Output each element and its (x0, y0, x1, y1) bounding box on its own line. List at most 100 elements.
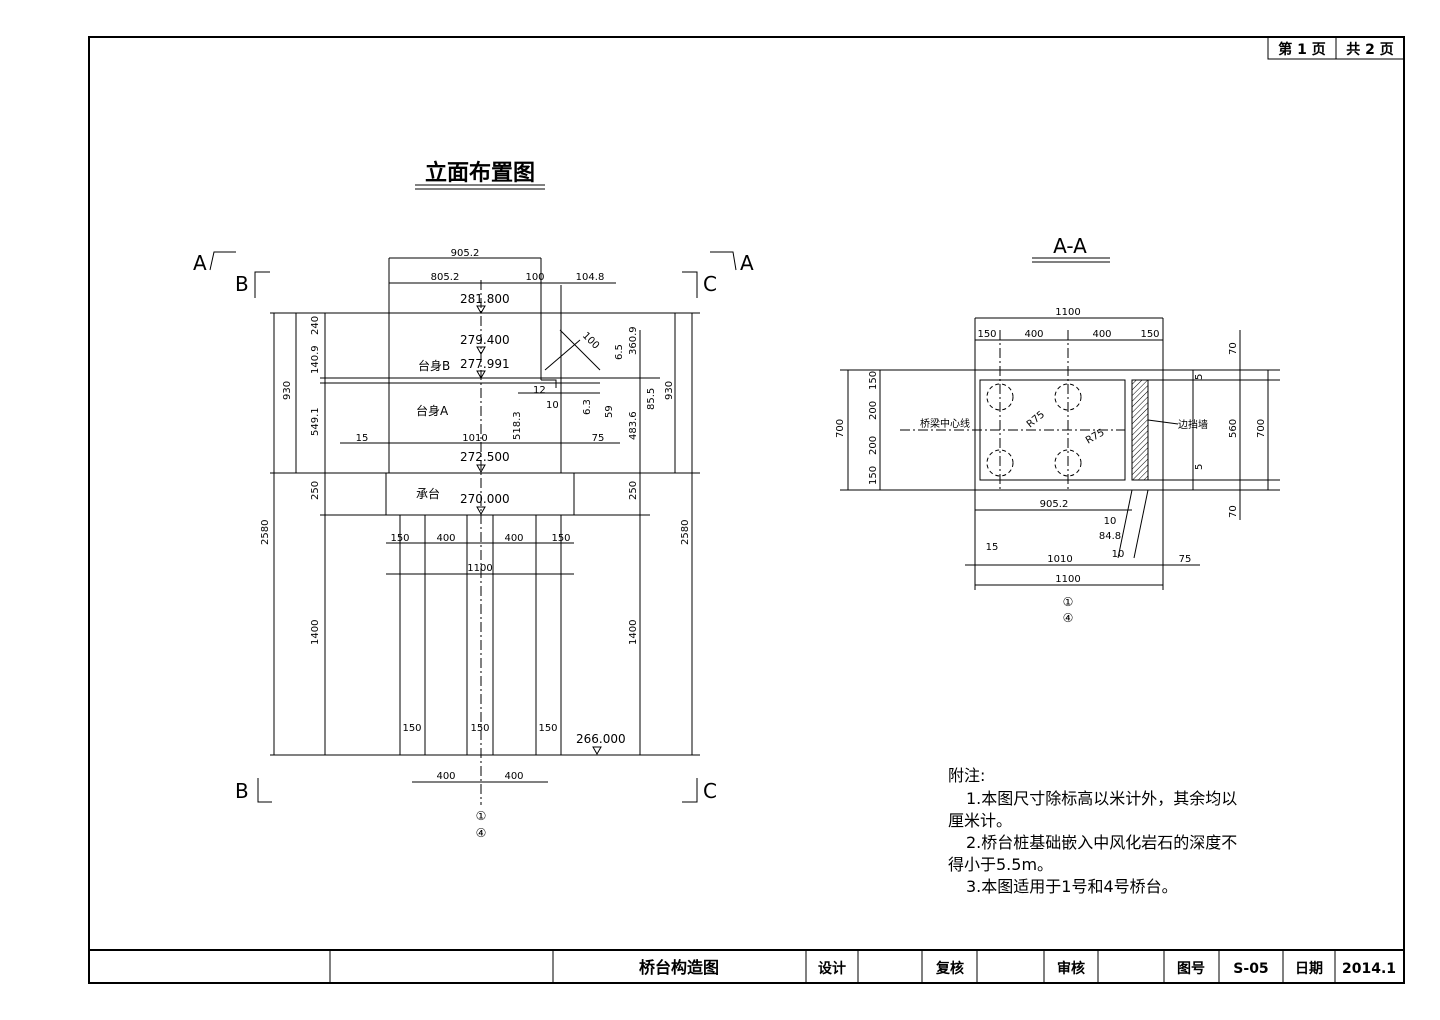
check-label: 复核 (935, 960, 964, 977)
dim-label: 150 (402, 723, 421, 734)
elevation-view-title: 立面布置图 (425, 160, 535, 186)
dim-label: 150 (470, 723, 489, 734)
dim-label: 1100 (1055, 307, 1080, 318)
section-mark-a-left: A (193, 251, 207, 275)
dim-label: 6.3 (582, 399, 593, 415)
dim-label: 549.1 (310, 407, 321, 436)
dim-label: 930 (282, 381, 293, 400)
dim-label: 75 (592, 433, 605, 444)
dim-label: 140.9 (310, 345, 321, 374)
elevation-label: 266.000 (576, 732, 626, 746)
date-value: 2014.1 (1342, 961, 1396, 977)
dim-label: 70 (1228, 505, 1239, 518)
dim-label: 905.2 (451, 248, 480, 259)
dim-label: 250 (628, 481, 639, 500)
dim-label: 1100 (467, 563, 492, 574)
drawing-frame (88, 36, 1405, 984)
section-mark-a-right: A (740, 251, 754, 275)
note-line: 厘米计。 (948, 811, 1012, 830)
dim-label: 2580 (680, 520, 691, 545)
centerline-label: 桥梁中心线 (920, 417, 970, 430)
elevation-label: 279.400 (460, 333, 510, 347)
dim-label: 6.5 (614, 344, 625, 360)
dim-label: 2580 (260, 520, 271, 545)
dim-label: 240 (310, 316, 321, 335)
dim-label: 15 (986, 542, 999, 553)
dim-label: 84.8 (1099, 531, 1121, 542)
dim-label: 1010 (462, 433, 487, 444)
elevation-label: 277.991 (460, 357, 510, 371)
design-label: 设计 (818, 960, 846, 977)
dim-label: R75 (1025, 409, 1047, 430)
body-b-label: 台身B (418, 358, 450, 373)
cap-label: 承台 (416, 486, 440, 501)
title-block: 桥台构造图 设计 复核 审核 图号 S-05 日期 2014.1 (89, 949, 1404, 983)
number-value: S-05 (1233, 961, 1268, 977)
dim-label: 104.8 (576, 272, 605, 283)
dim-label: 400 (504, 771, 523, 782)
dim-label: 150 (538, 723, 557, 734)
dim-label: 59 (604, 405, 615, 418)
dim-label: 483.6 (628, 411, 639, 440)
dim-label: 75 (1179, 554, 1192, 565)
page-total-label: 共 2 页 (1346, 41, 1394, 58)
notes-heading: 附注: (948, 766, 985, 785)
dim-label: 15 (356, 433, 369, 444)
note-line: 3.本图适用于1号和4号桥台。 (966, 877, 1178, 896)
dim-label: 10 (1104, 516, 1117, 527)
dim-label: 700 (835, 419, 846, 438)
dim-label: 5 (1194, 464, 1205, 470)
dim-label: 400 (1024, 329, 1043, 340)
section-aa-view: A-A 桥梁中心线 边挡墙 1100 150 400 400 150 (835, 234, 1280, 625)
axis-mark: ① (1063, 595, 1074, 609)
dim-label: 200 (868, 436, 879, 455)
note-line: 得小于5.5m。 (948, 855, 1053, 874)
dim-label: 518.3 (512, 411, 523, 440)
dim-label: 10 (1112, 549, 1125, 560)
axis-mark: ① (476, 809, 487, 823)
dim-label: 70 (1228, 342, 1239, 355)
dim-label: 150 (868, 466, 879, 485)
dim-label: 400 (1092, 329, 1111, 340)
page-number-label: 第 1 页 (1278, 41, 1326, 58)
dim-label: 400 (436, 771, 455, 782)
dim-label: 905.2 (1040, 499, 1069, 510)
dim-label: 805.2 (431, 272, 460, 283)
section-mark-b-top: B (235, 272, 249, 296)
elevation-view: 立面布置图 A A B B C C (193, 160, 754, 840)
dim-label: 1400 (310, 620, 321, 645)
dim-label: 85.5 (646, 388, 657, 410)
section-mark-c-bottom: C (703, 779, 717, 803)
dim-label: 1100 (1055, 574, 1080, 585)
dim-label: 560 (1228, 419, 1239, 438)
dim-label: 930 (664, 381, 675, 400)
dim-label: 150 (977, 329, 996, 340)
review-label: 审核 (1057, 960, 1085, 977)
dim-label: 100 (525, 272, 544, 283)
dim-label: 150 (390, 533, 409, 544)
elevation-label: 272.500 (460, 450, 510, 464)
notes-block: 附注: 1.本图尺寸除标高以米计外，其余均以 厘米计。 2.桥台桩基础嵌入中风化… (948, 766, 1237, 896)
dim-label: 400 (436, 533, 455, 544)
body-a-label: 台身A (416, 403, 449, 418)
dim-label: 700 (1256, 419, 1267, 438)
dim-label: 1010 (1047, 554, 1072, 565)
elevation-label: 270.000 (460, 492, 510, 506)
note-line: 2.桥台桩基础嵌入中风化岩石的深度不 (966, 833, 1237, 852)
elevation-label: 281.800 (460, 292, 510, 306)
dim-label: 1400 (628, 620, 639, 645)
dim-label: 12 (533, 385, 546, 396)
axis-mark: ④ (1063, 611, 1074, 625)
dim-label: 150 (1140, 329, 1159, 340)
section-mark-b-bottom: B (235, 779, 249, 803)
dim-label: 150 (551, 533, 570, 544)
dim-label: 360.9 (628, 326, 639, 355)
note-line: 1.本图尺寸除标高以米计外，其余均以 (966, 789, 1237, 808)
dim-label: 150 (868, 371, 879, 390)
section-mark-c-top: C (703, 272, 717, 296)
dim-label: 200 (868, 401, 879, 420)
dim-label: 250 (310, 481, 321, 500)
dim-label: 100 (580, 330, 601, 351)
elevation-markers: 281.800 279.400 277.991 272.500 270.000 … (460, 292, 626, 756)
